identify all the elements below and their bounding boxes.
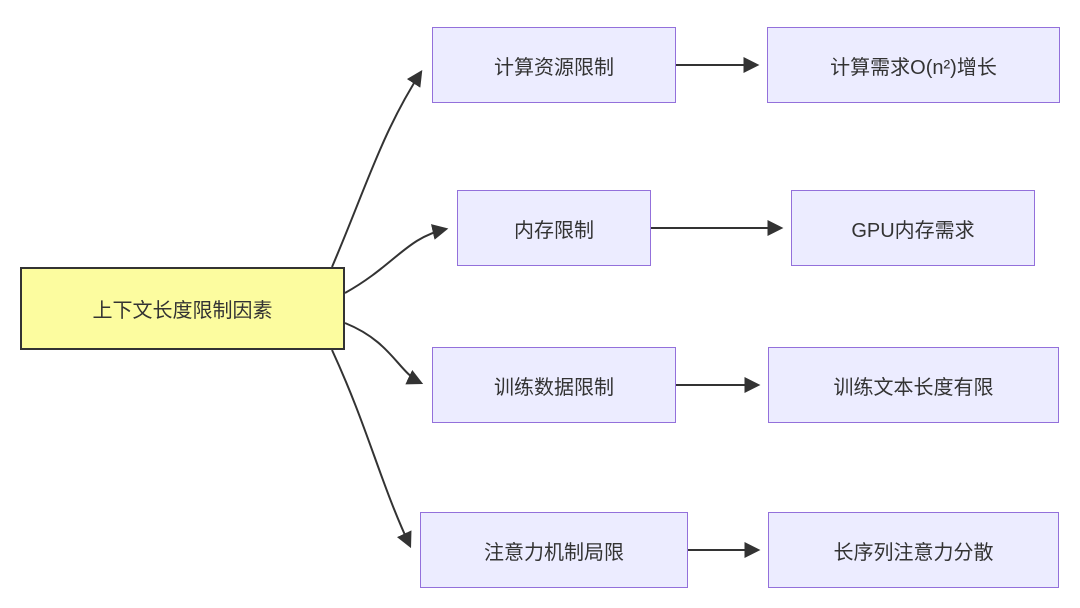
edge-root-to-branch-3 bbox=[331, 349, 412, 549]
branch-node-attention: 注意力机制局限 bbox=[420, 512, 688, 588]
branch-node-compute: 计算资源限制 bbox=[432, 27, 676, 103]
edge-root-to-branch-2 bbox=[344, 322, 424, 385]
end-node-label: 长序列注意力分散 bbox=[833, 541, 994, 564]
end-node-label: 训练文本长度有限 bbox=[833, 376, 994, 399]
end-node-compute-growth: 计算需求O(n²)增长 bbox=[767, 27, 1060, 103]
edge-root-to-branch-0 bbox=[331, 69, 423, 268]
branch-node-memory: 内存限制 bbox=[457, 190, 651, 266]
branch-node-label: 内存限制 bbox=[514, 219, 594, 242]
end-node-attention-dispersion: 长序列注意力分散 bbox=[768, 512, 1059, 588]
end-node-gpu-memory: GPU内存需求 bbox=[791, 190, 1035, 266]
end-node-label: GPU内存需求 bbox=[851, 219, 975, 242]
end-node-label: 计算需求O(n²)增长 bbox=[830, 56, 997, 79]
branch-node-label: 训练数据限制 bbox=[494, 376, 614, 399]
end-node-text-length: 训练文本长度有限 bbox=[768, 347, 1059, 423]
branch-node-label: 注意力机制局限 bbox=[484, 541, 624, 564]
branch-node-label: 计算资源限制 bbox=[494, 56, 614, 79]
root-node-label: 上下文长度限制因素 bbox=[92, 300, 273, 322]
root-node: 上下文长度限制因素 bbox=[20, 267, 345, 350]
branch-node-training-data: 训练数据限制 bbox=[432, 347, 676, 423]
edge-root-to-branch-1 bbox=[344, 224, 449, 294]
